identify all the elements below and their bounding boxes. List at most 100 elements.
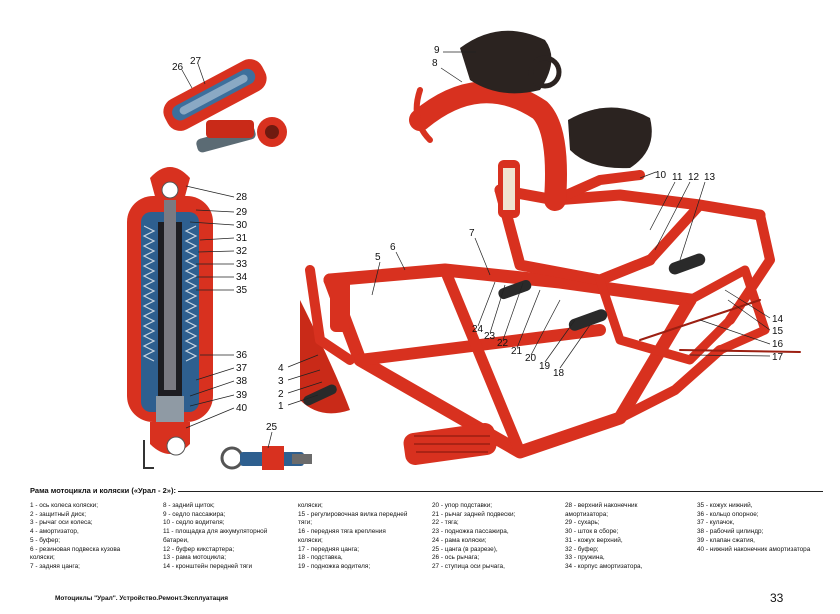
callout-39: 39 [236, 390, 248, 401]
legend-item: амортизатора; [565, 510, 609, 518]
legend-item: 28 - верхний наконечник [565, 502, 638, 509]
legend-item: 33 - пружина, [565, 554, 605, 562]
frame-diagram: 1 2 3 4 5 6 7 8 9 10 11 12 13 14 15 16 1… [127, 30, 801, 470]
legend-item: 10 - седло водителя; [163, 519, 225, 527]
legend-item: коляски; [298, 536, 323, 544]
legend-item: 8 - задний щиток; [163, 502, 215, 509]
callout-6: 6 [390, 242, 396, 253]
callout-19: 19 [539, 361, 551, 372]
legend-column-3: коляски; 15 - регулировочная вилка перед… [298, 502, 407, 572]
legend-item: 29 - сухарь; [565, 519, 600, 527]
callout-27: 27 [190, 56, 202, 67]
callout-28: 28 [236, 192, 248, 203]
legend-item: батареи, [163, 536, 189, 544]
legend-item: 34 - корпус амортизатора, [565, 562, 643, 570]
legend-item: 39 - клапан сжатия, [697, 536, 755, 544]
caption-divider [178, 491, 823, 492]
legend-item: 1 - ось колеса коляски; [30, 502, 98, 509]
callout-40: 40 [236, 403, 248, 414]
callout-36: 36 [236, 350, 248, 361]
legend-item: коляски; [30, 554, 55, 562]
callout-15: 15 [772, 326, 784, 337]
legend-item: 12 - буфер кикстартера; [163, 545, 235, 553]
legend-column-5: 28 - верхний наконечник амортизатора; 29… [565, 502, 642, 572]
callout-18: 18 [553, 368, 565, 379]
legend-column-1: 1 - ось колеса коляски; 2 - защитный дис… [30, 502, 120, 572]
legend-item: 32 - буфер; [565, 545, 599, 553]
shock-absorber-section [127, 167, 213, 469]
callout-32: 32 [236, 246, 248, 257]
callout-1: 1 [278, 401, 284, 412]
callout-17: 17 [772, 352, 784, 363]
callout-35: 35 [236, 285, 248, 296]
callout-34: 34 [236, 272, 248, 283]
book-footer: Мотоциклы "Урал". Устройство.Ремонт.Эксп… [55, 595, 229, 602]
legend-item: 27 - ступица оси рычага, [432, 562, 505, 570]
legend-item: 13 - рама мотоцикла; [163, 554, 226, 562]
legend-item: 2 - защитный диск; [30, 510, 87, 518]
legend-item: 14 - кронштейн передней тяги [163, 562, 253, 570]
callout-8: 8 [432, 58, 438, 69]
legend-column-6: 35 - кожух нижний, 36 - кольцо опорное; … [697, 502, 810, 554]
callout-2: 2 [278, 389, 284, 400]
callout-14: 14 [772, 314, 784, 325]
callout-12: 12 [688, 172, 700, 183]
legend-item: 15 - регулировочная вилка передней [298, 510, 408, 518]
callout-31: 31 [236, 233, 248, 244]
callout-5: 5 [375, 252, 381, 263]
callout-26: 26 [172, 62, 184, 73]
callout-24: 24 [472, 324, 484, 335]
callout-7: 7 [469, 228, 475, 239]
legend-item: 40 - нижний наконечник амортизатора [697, 545, 811, 553]
legend-item: 4 - амортизатор, [30, 528, 79, 536]
swingarm-axle-inset [163, 59, 287, 153]
legend-item: 25 - цанга (в разрезе), [432, 545, 498, 553]
callout-20: 20 [525, 353, 537, 364]
legend-item: 18 - подставка, [298, 554, 343, 562]
callout-11: 11 [672, 172, 683, 183]
legend-item: 37 - кулачок, [697, 519, 735, 527]
callout-23: 23 [484, 331, 496, 342]
motorcycle-frame [300, 30, 801, 465]
legend-item: коляски; [298, 502, 323, 509]
callout-16: 16 [772, 339, 784, 350]
callout-10: 10 [655, 170, 667, 181]
callout-37: 37 [236, 363, 248, 374]
legend-item: 22 - тяга; [432, 519, 459, 527]
callout-3: 3 [278, 376, 284, 387]
legend-item: 35 - кожух нижний, [697, 502, 753, 509]
callout-38: 38 [236, 376, 248, 387]
callout-13: 13 [704, 172, 716, 183]
callout-25: 25 [266, 422, 278, 433]
callout-30: 30 [236, 220, 248, 231]
legend-item: 5 - буфер; [30, 536, 61, 544]
legend-item: 11 - площадка для аккумуляторной [163, 528, 268, 536]
legend-item: 7 - задняя цанга; [30, 562, 80, 570]
leader-lines [181, 51, 771, 449]
legend-column-2: 8 - задний щиток; 9 - седло пассажира; 1… [163, 502, 267, 572]
legend-item: 9 - седло пассажира; [163, 510, 226, 518]
collet-section-inset [220, 446, 312, 470]
legend-item: 16 - передняя тяга крепления [298, 528, 386, 536]
legend-column-4: 20 - упор подставки; 21 - рычаг задней п… [432, 502, 515, 572]
callout-4: 4 [278, 363, 284, 374]
legend-item: 30 - шток в сборе; [565, 528, 619, 536]
callout-21: 21 [511, 346, 523, 357]
callout-33: 33 [236, 259, 248, 270]
legend-item: 26 - ось рычага; [432, 554, 480, 562]
legend-item: 23 - подножка пассажира, [432, 528, 509, 536]
legend-item: 31 - кожух верхний, [565, 536, 623, 544]
callout-labels: 1 2 3 4 5 6 7 8 9 10 11 12 13 14 15 16 1… [172, 45, 784, 433]
caption-title: Рама мотоцикла и коляски («Урал - 2»): [30, 486, 176, 495]
legend-item: 17 - передняя цанга; [298, 545, 359, 553]
callout-22: 22 [497, 338, 509, 349]
legend-item: 3 - рычаг оси колеса; [30, 519, 93, 527]
legend-item: 36 - кольцо опорное; [697, 510, 759, 518]
legend-item: 21 - рычаг задней подвески; [432, 510, 516, 518]
legend-item: 19 - подножка водителя; [298, 562, 371, 570]
legend-item: 24 - рама коляски; [432, 536, 487, 544]
legend-item: 38 - рабочий цилиндр; [697, 528, 764, 536]
callout-9: 9 [434, 45, 440, 56]
legend-item: тяги; [298, 519, 313, 527]
